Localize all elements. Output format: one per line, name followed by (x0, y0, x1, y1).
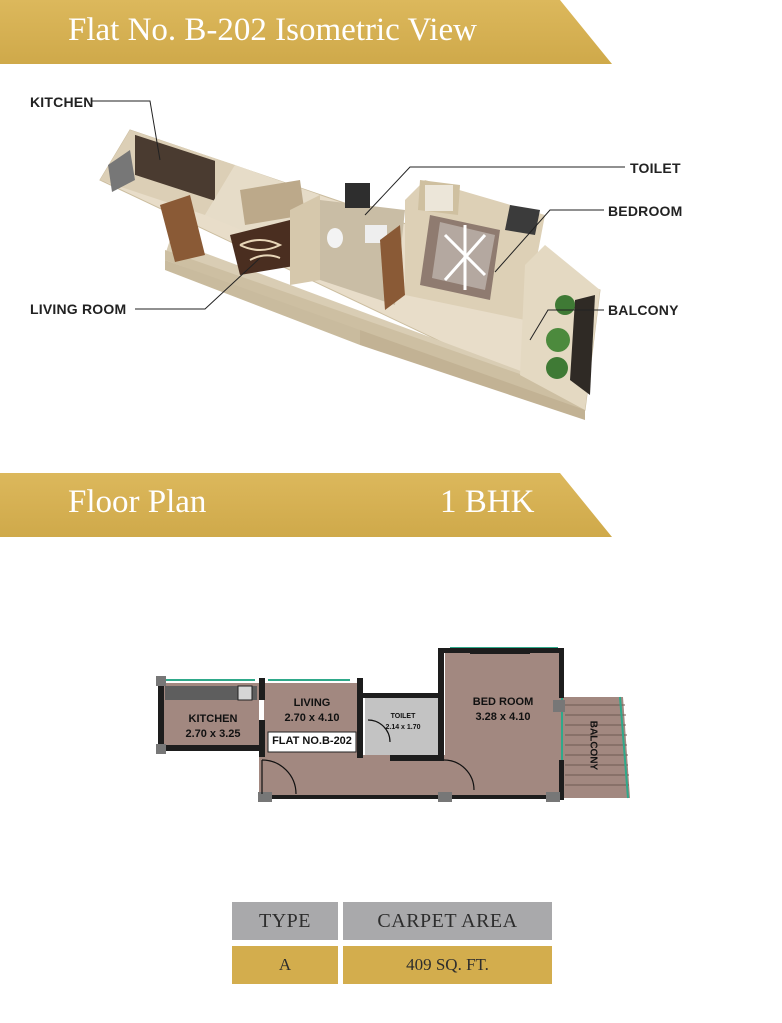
plan-flat-label: FLAT NO.B-202 (272, 735, 352, 747)
floor-plan-drawing (156, 647, 630, 802)
plan-kitchen-size: 2.70 x 3.25 (185, 728, 241, 740)
plan-bedroom-size: 3.28 x 4.10 (475, 711, 531, 723)
plan-room-living: LIVING 2.70 x 4.10 (262, 696, 362, 726)
plan-toilet-name: TOILET (390, 713, 416, 720)
table-cell-type: A (232, 946, 338, 984)
floor-plan-header-banner (0, 473, 612, 537)
iso-label-balcony: BALCONY (608, 302, 679, 318)
iso-label-kitchen: KITCHEN (30, 94, 94, 110)
plan-living-name: LIVING (293, 697, 331, 709)
iso-label-bedroom: BEDROOM (608, 203, 683, 219)
plan-kitchen-name: KITCHEN (188, 713, 238, 725)
table-cell-carpet-area: 409 SQ. FT. (343, 946, 552, 984)
plan-toilet-size: 2.14 x 1.70 (385, 724, 421, 731)
plan-room-kitchen: KITCHEN 2.70 x 3.25 (163, 712, 263, 742)
iso-label-toilet: TOILET (630, 160, 681, 176)
isometric-illustration (92, 100, 625, 420)
table-header-type: TYPE (232, 902, 338, 940)
floor-plan-header-type: 1 BHK (440, 484, 535, 520)
isometric-header-title: Flat No. B-202 Isometric View (68, 12, 477, 48)
plan-room-bedroom: BED ROOM 3.28 x 4.10 (450, 695, 556, 725)
plan-living-size: 2.70 x 4.10 (284, 712, 340, 724)
iso-label-living-room: LIVING ROOM (30, 301, 127, 317)
floor-plan-header-title: Floor Plan (68, 484, 207, 520)
plan-balcony-label: BALCONY (587, 720, 599, 771)
table-header-carpet-area: CARPET AREA (343, 902, 552, 940)
plan-room-toilet: TOILET 2.14 x 1.70 (368, 711, 438, 733)
plan-bedroom-name: BED ROOM (472, 696, 534, 708)
isometric-header-banner (0, 0, 612, 64)
